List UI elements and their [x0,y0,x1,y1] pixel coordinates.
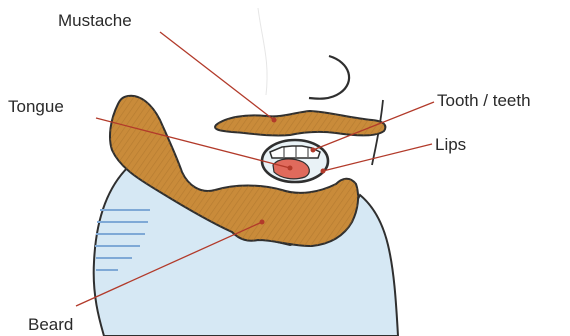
nose [309,56,349,99]
leader-mustache [160,32,274,120]
label-tooth-teeth: Tooth / teeth [437,91,531,110]
label-beard: Beard [28,315,73,334]
leader-lips [323,144,432,171]
background-sketch [258,8,267,95]
label-mustache: Mustache [58,11,132,30]
label-lips: Lips [435,135,466,154]
label-tongue: Tongue [8,97,64,116]
